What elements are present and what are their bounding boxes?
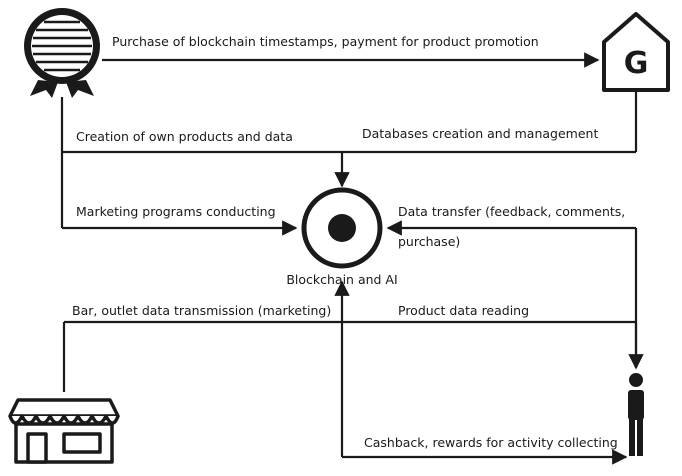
person-icon xyxy=(628,373,644,456)
label-cashback: Cashback, rewards for activity collectin… xyxy=(364,435,618,450)
barrel-rosette-icon xyxy=(24,8,100,98)
target-circle-icon xyxy=(301,187,383,269)
label-own-products: Creation of own products and data xyxy=(76,129,293,144)
label-purchase-timestamps: Purchase of blockchain timestamps, payme… xyxy=(112,34,539,49)
label-data-transfer-line2: purchase) xyxy=(398,234,460,249)
house-g-icon: G xyxy=(602,12,670,92)
label-data-transfer-line1: Data transfer (feedback, comments, xyxy=(398,204,625,219)
label-marketing-programs: Marketing programs conducting xyxy=(76,204,276,219)
label-bar-outlet: Bar, outlet data transmission (marketing… xyxy=(72,303,331,318)
storefront-icon xyxy=(8,398,120,464)
label-hub: Blockchain and AI xyxy=(286,272,397,287)
house-letter: G xyxy=(624,46,649,81)
label-databases: Databases creation and management xyxy=(362,126,598,141)
label-product-data-reading: Product data reading xyxy=(398,303,529,318)
